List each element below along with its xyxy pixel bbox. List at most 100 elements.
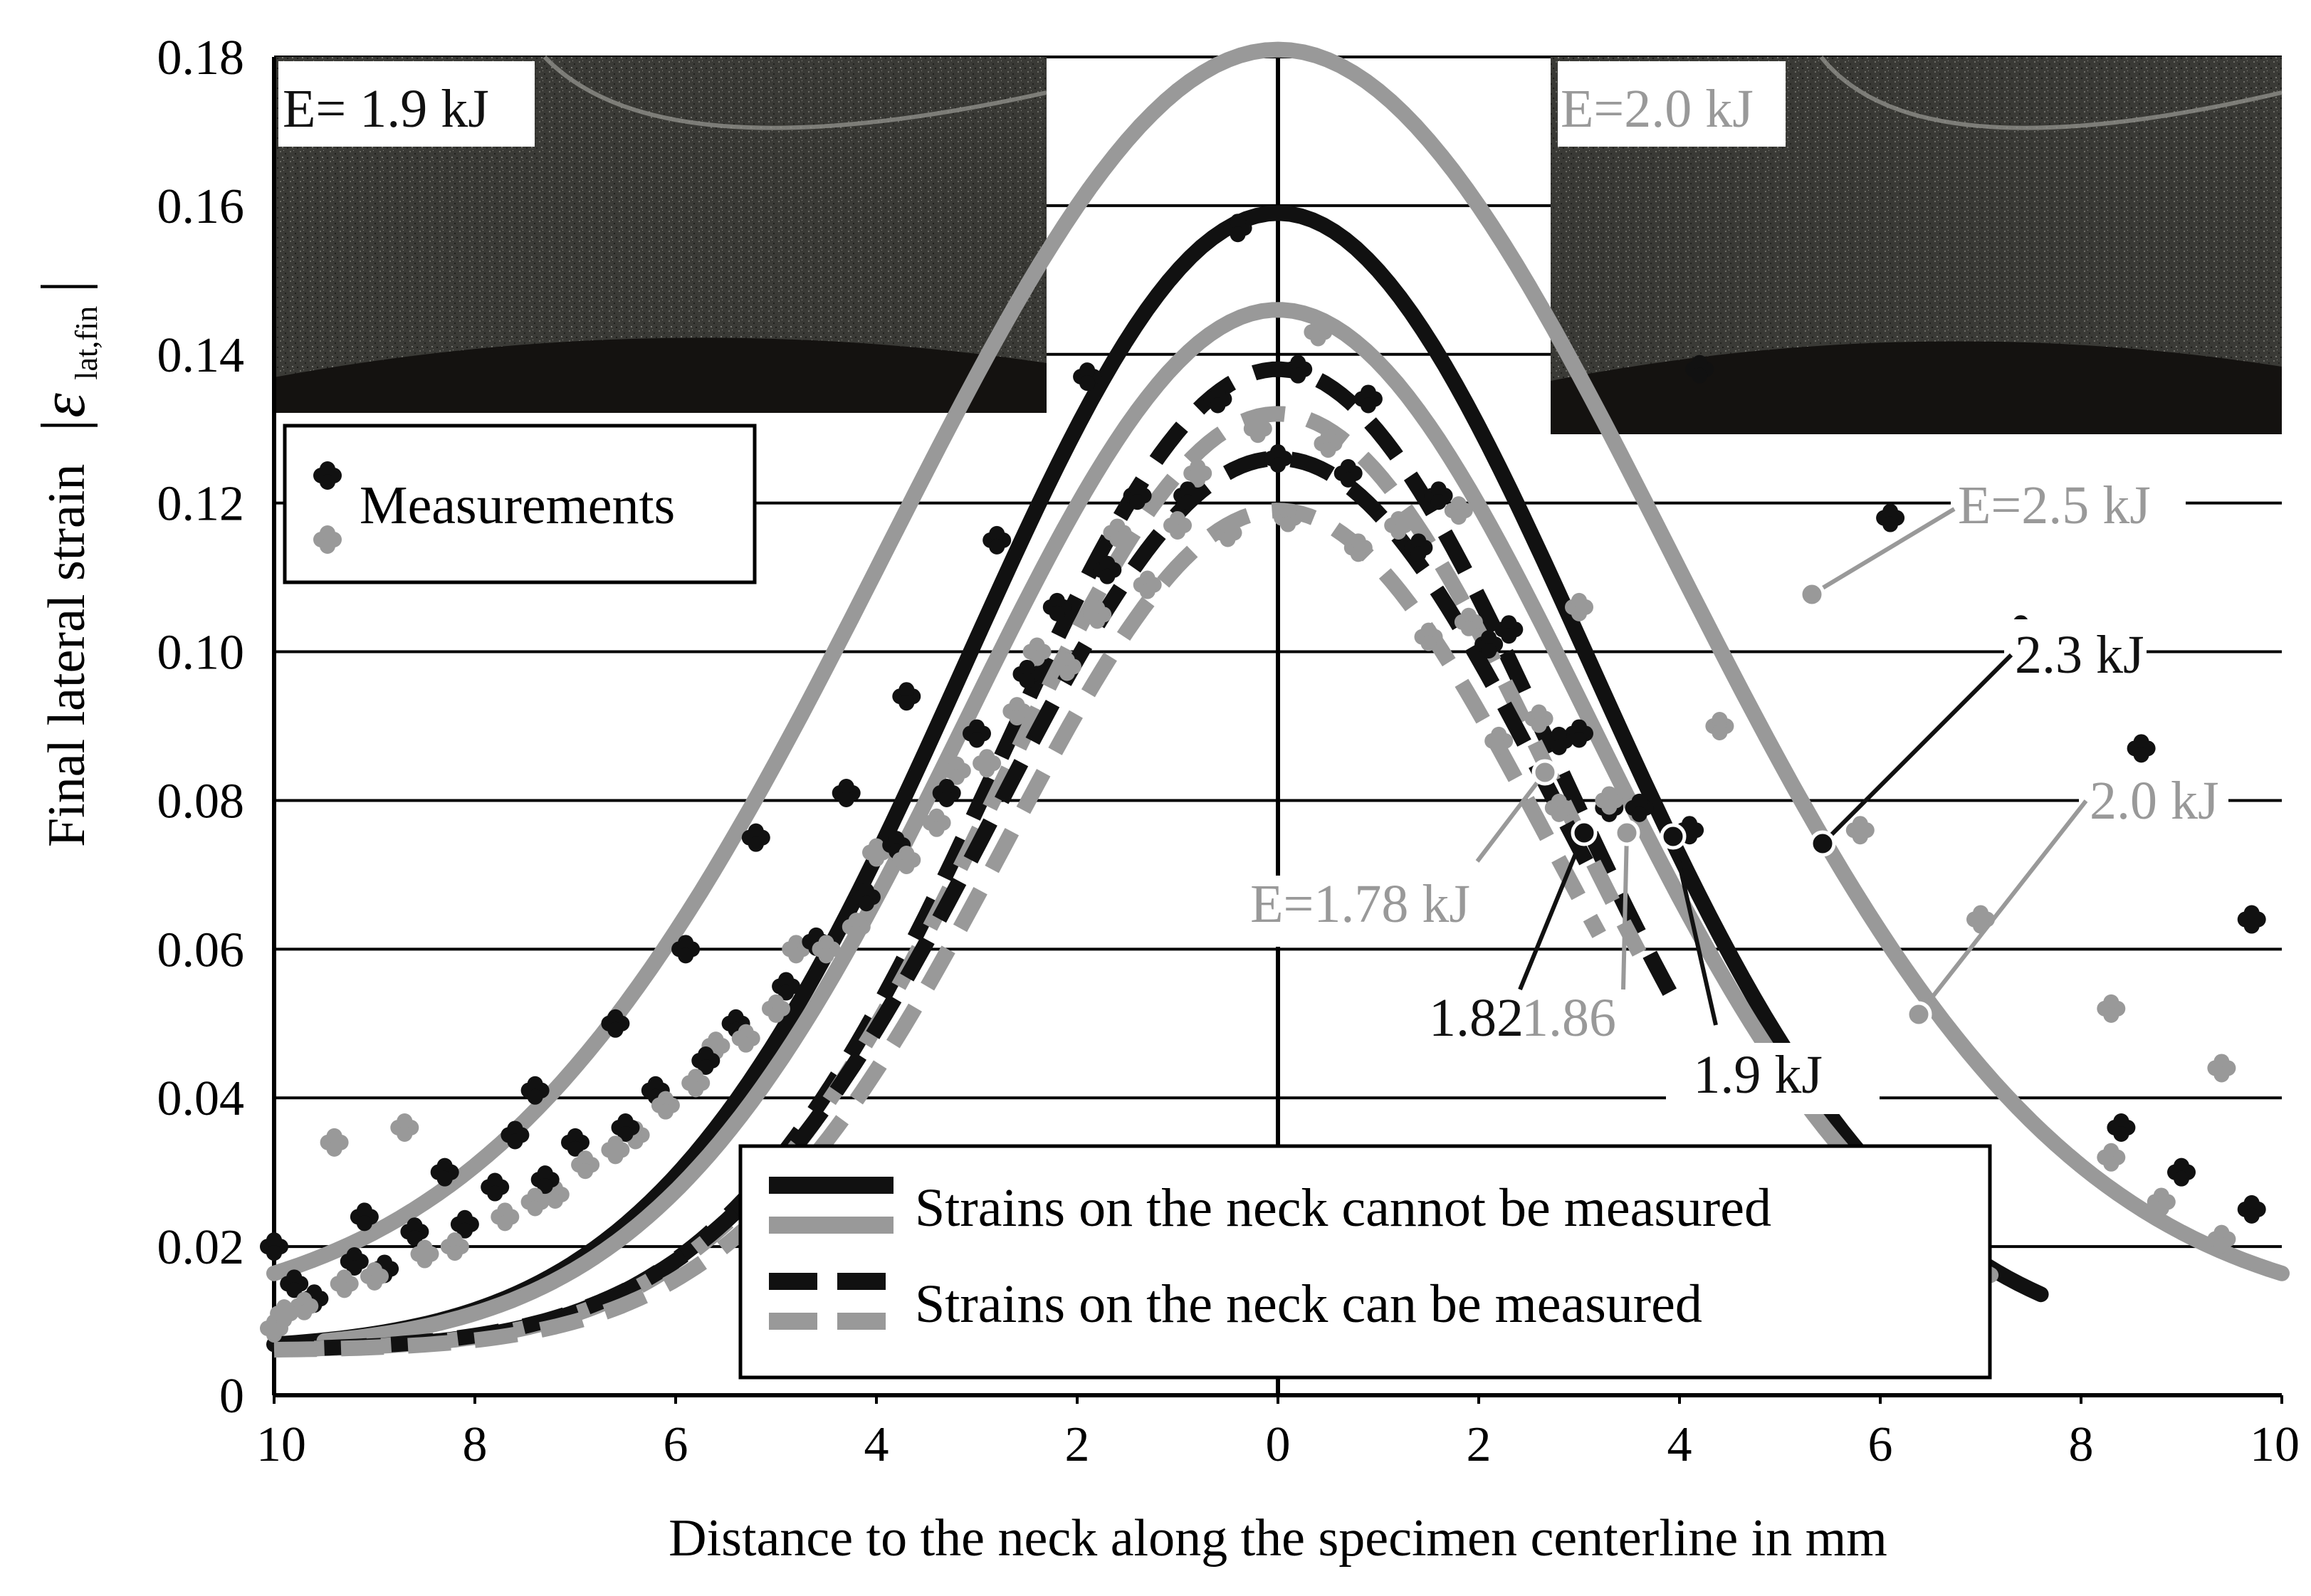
marker-2-16-lobe-2	[1501, 615, 1517, 631]
marker-4-9	[1002, 697, 1032, 726]
marker-2-10	[1042, 592, 1071, 621]
marker-3-15-lobe-2	[1481, 630, 1497, 646]
marker-2-17	[1565, 719, 1593, 748]
marker-5-17-lobe-3	[1551, 806, 1567, 822]
marker-5-9-lobe-2	[979, 749, 995, 765]
marker-0-6-lobe-3	[678, 947, 694, 964]
curve-annotations: E=2.5 kJ2.3 kJ2.0 kJE=1.78 kJ1.821.861.9…	[1210, 470, 2228, 1114]
marker-4-10-lobe-2	[1089, 600, 1106, 616]
marker-0-6	[671, 935, 701, 964]
marker-4-5	[681, 1069, 711, 1098]
marker-0-0-lobe-3	[266, 1245, 282, 1261]
marker-2-1	[340, 1247, 369, 1276]
marker-2-4-lobe-2	[567, 1128, 583, 1144]
inset-label-1: E=2.0 kJ	[1561, 79, 1754, 139]
marker-0-16	[2127, 734, 2156, 763]
marker-0-1	[350, 1202, 379, 1232]
marker-0-8-lobe-2	[838, 779, 854, 794]
x-tick-label-10: 10	[2250, 1417, 2300, 1472]
x-tick-label-6: 2	[1467, 1417, 1492, 1472]
marker-2-0	[280, 1269, 309, 1298]
marker-2-18-lobe-2	[1631, 793, 1647, 809]
marker-5-3	[491, 1202, 520, 1232]
marker-2-5-lobe-2	[647, 1076, 664, 1092]
marker-2-2	[400, 1217, 429, 1246]
marker-5-13-lobe-2	[1280, 503, 1296, 520]
marker-3-15-lobe-3	[1481, 643, 1497, 659]
marker-1-18-lobe-2	[2103, 994, 2119, 1010]
marker-0-8	[832, 779, 861, 807]
marker-2-9-lobe-3	[969, 732, 985, 748]
marker-0-7	[741, 823, 770, 852]
marker-0-1-lobe-3	[356, 1215, 372, 1232]
marker-3-3-lobe-2	[537, 1165, 553, 1182]
marker-1-9	[1022, 637, 1052, 666]
marker-2-0-lobe-2	[286, 1269, 303, 1286]
marker-5-16-lobe-3	[1491, 739, 1507, 755]
marker-5-10	[1052, 652, 1081, 681]
marker-4-0-lobe-3	[296, 1304, 313, 1321]
legend-marker-0-lobe-2	[320, 461, 335, 477]
marker-7-0-lobe-3	[2103, 1155, 2119, 1172]
marker-5-5	[651, 1091, 680, 1120]
marker-4-16-lobe-3	[1531, 717, 1547, 733]
marker-2-15-lobe-2	[1430, 481, 1447, 498]
x-tick-label-7: 4	[1667, 1417, 1692, 1472]
marker-2-17-lobe-2	[1571, 719, 1587, 735]
marker-5-12-lobe-3	[1220, 531, 1236, 547]
marker-5-0-lobe-2	[276, 1299, 293, 1316]
curve-5	[324, 451, 1596, 1356]
marker-5-2	[410, 1239, 439, 1269]
marker-0-13-lobe-3	[1692, 367, 1708, 384]
marker-1-1-lobe-3	[326, 1140, 342, 1157]
marker-4-16-lobe-2	[1531, 704, 1547, 720]
marker-4-0	[290, 1291, 319, 1321]
annotation-leader-1	[1820, 653, 2013, 846]
marker-1-2-lobe-3	[397, 1126, 413, 1142]
marker-1-2	[390, 1113, 419, 1142]
marker-3-9-lobe-3	[1019, 672, 1035, 688]
y-tick-label-7: 0.14	[157, 328, 245, 383]
annotation-leader-3	[1475, 771, 1547, 863]
marker-1-15-lobe-2	[1712, 712, 1728, 728]
marker-3-7-lobe-2	[858, 883, 874, 899]
annotation-label-0: E=2.5 kJ	[1958, 476, 2151, 535]
x-tick-label-2: 6	[664, 1417, 688, 1472]
marker-4-3-lobe-3	[527, 1200, 543, 1217]
marker-3-5-lobe-3	[698, 1059, 714, 1075]
marker-0-5-lobe-3	[607, 1022, 624, 1038]
marker-1-17	[1966, 905, 1995, 934]
marker-6-2	[2237, 1195, 2266, 1224]
annotation-leader-0	[1810, 507, 1956, 597]
marker-5-9	[973, 749, 1002, 778]
marker-4-8-lobe-3	[928, 821, 945, 837]
marker-1-8-lobe-3	[948, 769, 965, 785]
marker-2-11-lobe-3	[1129, 494, 1146, 510]
marker-2-2-lobe-2	[407, 1217, 423, 1234]
marker-5-1-lobe-3	[336, 1282, 352, 1298]
marker-5-10-lobe-2	[1059, 652, 1075, 668]
marker-0-14	[1876, 503, 1905, 532]
marker-1-1-lobe-2	[326, 1128, 342, 1144]
marker-5-11-lobe-3	[1139, 583, 1156, 599]
marker-5-11	[1133, 570, 1162, 599]
marker-5-16	[1484, 726, 1514, 755]
y-tick-label-9: 0.18	[157, 31, 245, 85]
marker-3-9-lobe-2	[1019, 659, 1035, 676]
marker-2-12-lobe-2	[1210, 384, 1226, 401]
x-tick-label-9: 8	[2069, 1417, 2094, 1472]
marker-1-11-lobe-2	[1190, 458, 1206, 475]
marker-3-10-lobe-2	[1099, 555, 1116, 572]
marker-6-1-lobe-3	[2174, 1170, 2189, 1187]
marker-5-12-lobe-2	[1220, 518, 1236, 535]
marker-2-6-lobe-2	[728, 1009, 744, 1025]
marker-5-11-lobe-2	[1139, 570, 1156, 587]
marker-0-8-lobe-3	[838, 792, 854, 807]
marker-5-13	[1274, 503, 1303, 532]
marker-5-1-lobe-2	[336, 1269, 352, 1286]
marker-5-0-lobe-3	[276, 1312, 293, 1328]
marker-5-17-lobe-2	[1551, 793, 1567, 809]
marker-3-12-lobe-2	[1270, 444, 1286, 460]
